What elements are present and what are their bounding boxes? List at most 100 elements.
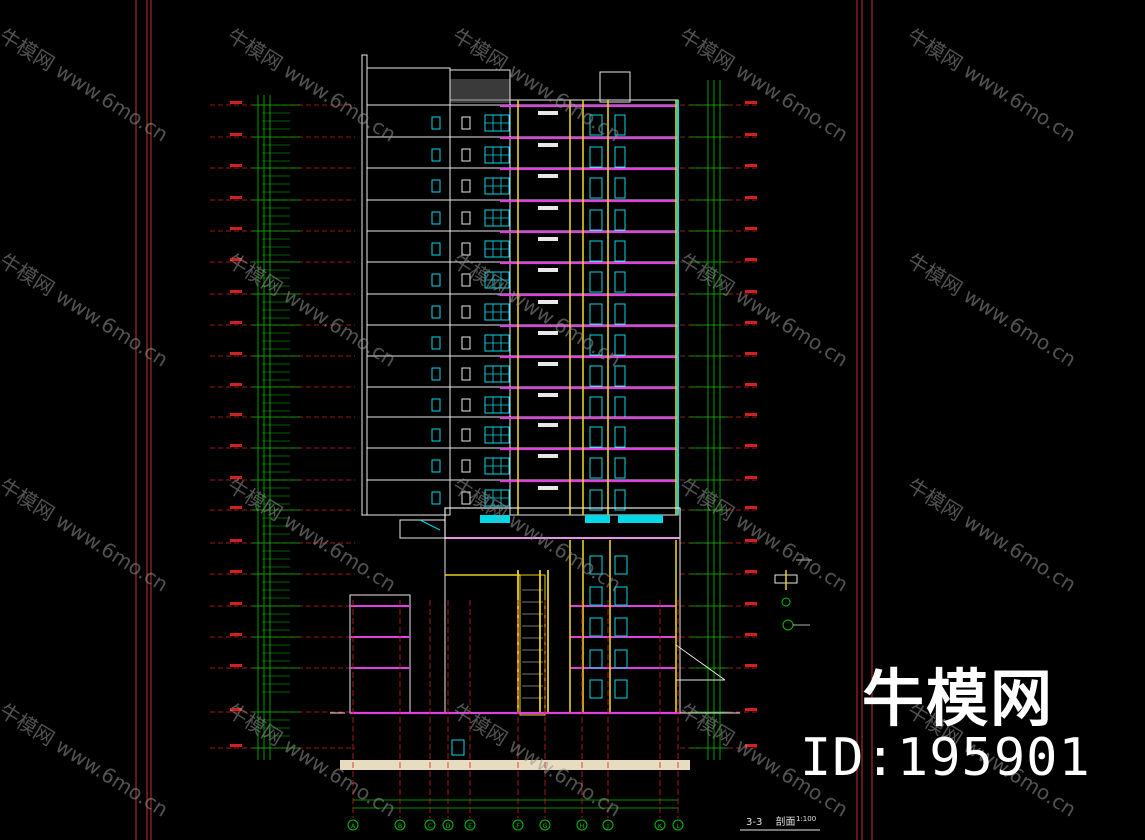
podium-door [589,555,603,575]
level-tag-left [230,506,242,509]
level-tag-left [230,708,242,711]
canopy-slope [675,644,726,681]
unit-door-b [614,177,626,199]
level-tag-left [230,196,242,199]
unit-door [589,114,603,136]
tower-left-wall [361,54,368,516]
level-tag-right [745,664,757,667]
unit-door-b [614,334,626,356]
axis-bubble-icon [654,819,666,831]
beam-section [538,362,558,366]
beam-section [538,143,558,147]
right-dimension-chain [690,80,728,760]
marker-bubble [781,597,791,607]
axis-bubble-icon [442,819,454,831]
axis-label: J [606,823,609,830]
stair-window [431,459,441,473]
unit-door [589,303,603,325]
stair-window [431,398,441,412]
level-tag-left [230,290,242,293]
level-tag-left [230,101,242,104]
stair-window [431,491,441,505]
podium-section [349,519,726,756]
level-tag-right [745,290,757,293]
stair-window [431,367,441,381]
level-tag-right [745,444,757,447]
unit-door [589,146,603,168]
stair-window-b [461,459,471,473]
section-scale: 1:100 [796,815,817,823]
axis-label: D [446,823,451,830]
transfer-cyan-c [618,515,663,523]
marker-ref-bubble [782,619,794,631]
stair-window-b [461,211,471,225]
beam-section [538,111,558,115]
level-tag-right [745,164,757,167]
level-tag-left [230,602,242,605]
stair-window [431,116,441,130]
axis-bubble-icon [602,819,614,831]
level-tag-right [745,539,757,542]
axis-label: B [398,823,402,830]
unit-door-b [614,271,626,293]
level-tag-right [745,476,757,479]
unit-door [589,396,603,418]
beam-section [538,486,558,490]
unit-door [589,334,603,356]
level-tag-left [230,539,242,542]
unit-door [589,271,603,293]
level-tag-right [745,101,757,104]
unit-door [589,177,603,199]
beam-section [538,331,558,335]
unit-door [589,489,603,511]
unit-door-b [614,457,626,479]
level-tag-right [745,133,757,136]
level-tag-right [745,258,757,261]
unit-door [589,240,603,262]
beam-section [538,423,558,427]
left-canopy [399,519,446,539]
tower-stair-core [366,67,451,516]
axis-bubble-icon [464,819,476,831]
unit-door-b [614,489,626,511]
transfer-cyan-a [480,515,510,523]
unit-door [589,426,603,448]
level-tag-left [230,133,242,136]
entrance-door [451,739,465,756]
unit-door [589,209,603,231]
section-word: 剖面 [775,817,796,828]
podium-door [614,679,628,699]
section-cut-icon [774,559,812,631]
level-tag-left [230,227,242,230]
unit-door-b [614,146,626,168]
podium-door [614,617,628,637]
level-tag-left [230,352,242,355]
beam-section [538,454,558,458]
level-tag-left [230,664,242,667]
beam-section [538,206,558,210]
unit-door-b [614,240,626,262]
podium-left-wing [349,594,411,714]
axis-bubble-icon [576,819,588,831]
unit-door-b [614,303,626,325]
stair-window-b [461,367,471,381]
stair-window-b [461,179,471,193]
left-dimension-chain [252,95,300,760]
axis-bubble-icon [539,819,551,831]
beam-section [538,237,558,241]
unit-door-b [614,426,626,448]
stair-window [431,148,441,162]
stair-window-b [461,428,471,442]
level-tag-right [745,352,757,355]
level-tag-left [230,570,242,573]
section-title: 3-3 剖面 [746,813,796,828]
level-tag-left [230,321,242,324]
level-tag-right [745,506,757,509]
level-tag-left [230,476,242,479]
axis-bubble-icon [512,819,524,831]
drawing-frame [135,0,873,840]
roof-machine-room [449,69,511,101]
stair-window [431,305,441,319]
